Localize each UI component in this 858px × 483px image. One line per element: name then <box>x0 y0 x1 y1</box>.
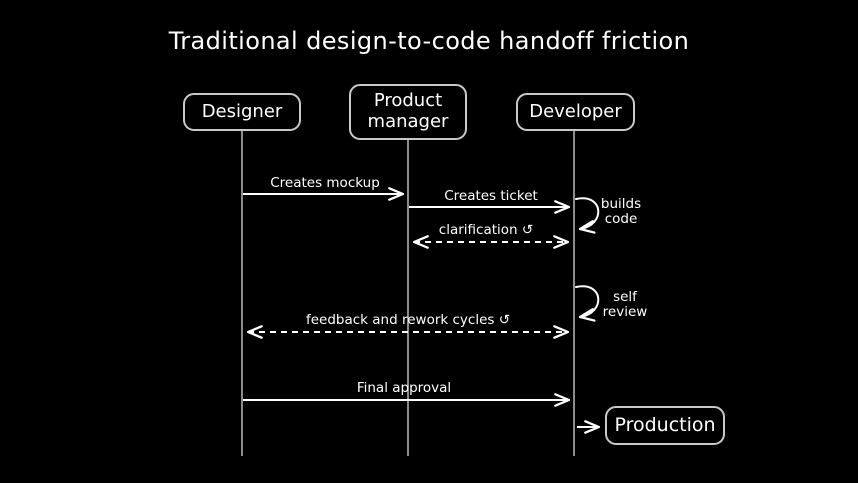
message-final-approval: Final approval <box>356 380 452 396</box>
message-clarification: clarification ↺ <box>438 222 534 238</box>
self-loop-self-review <box>575 285 600 322</box>
message-self-review: self review <box>602 289 648 320</box>
message-feedback-rework-cycles: feedback and rework cycles ↺ <box>305 312 511 328</box>
message-creates-mockup: Creates mockup <box>270 175 380 191</box>
actor-designer-label: Designer <box>201 100 283 122</box>
actor-developer: Developer <box>516 93 635 131</box>
diagram-title: Traditional design-to-code handoff frict… <box>168 27 690 55</box>
production-node-label: Production <box>614 413 716 436</box>
production-node: Production <box>605 406 725 445</box>
message-builds-code: builds code <box>600 196 642 227</box>
self-loop-builds-code <box>575 197 600 234</box>
actor-product-manager-label: Product manager <box>367 90 449 132</box>
actor-product-manager: Product manager <box>349 84 467 140</box>
actor-developer-label: Developer <box>529 100 622 122</box>
actor-designer: Designer <box>183 93 301 131</box>
message-creates-ticket: Creates ticket <box>444 188 538 204</box>
